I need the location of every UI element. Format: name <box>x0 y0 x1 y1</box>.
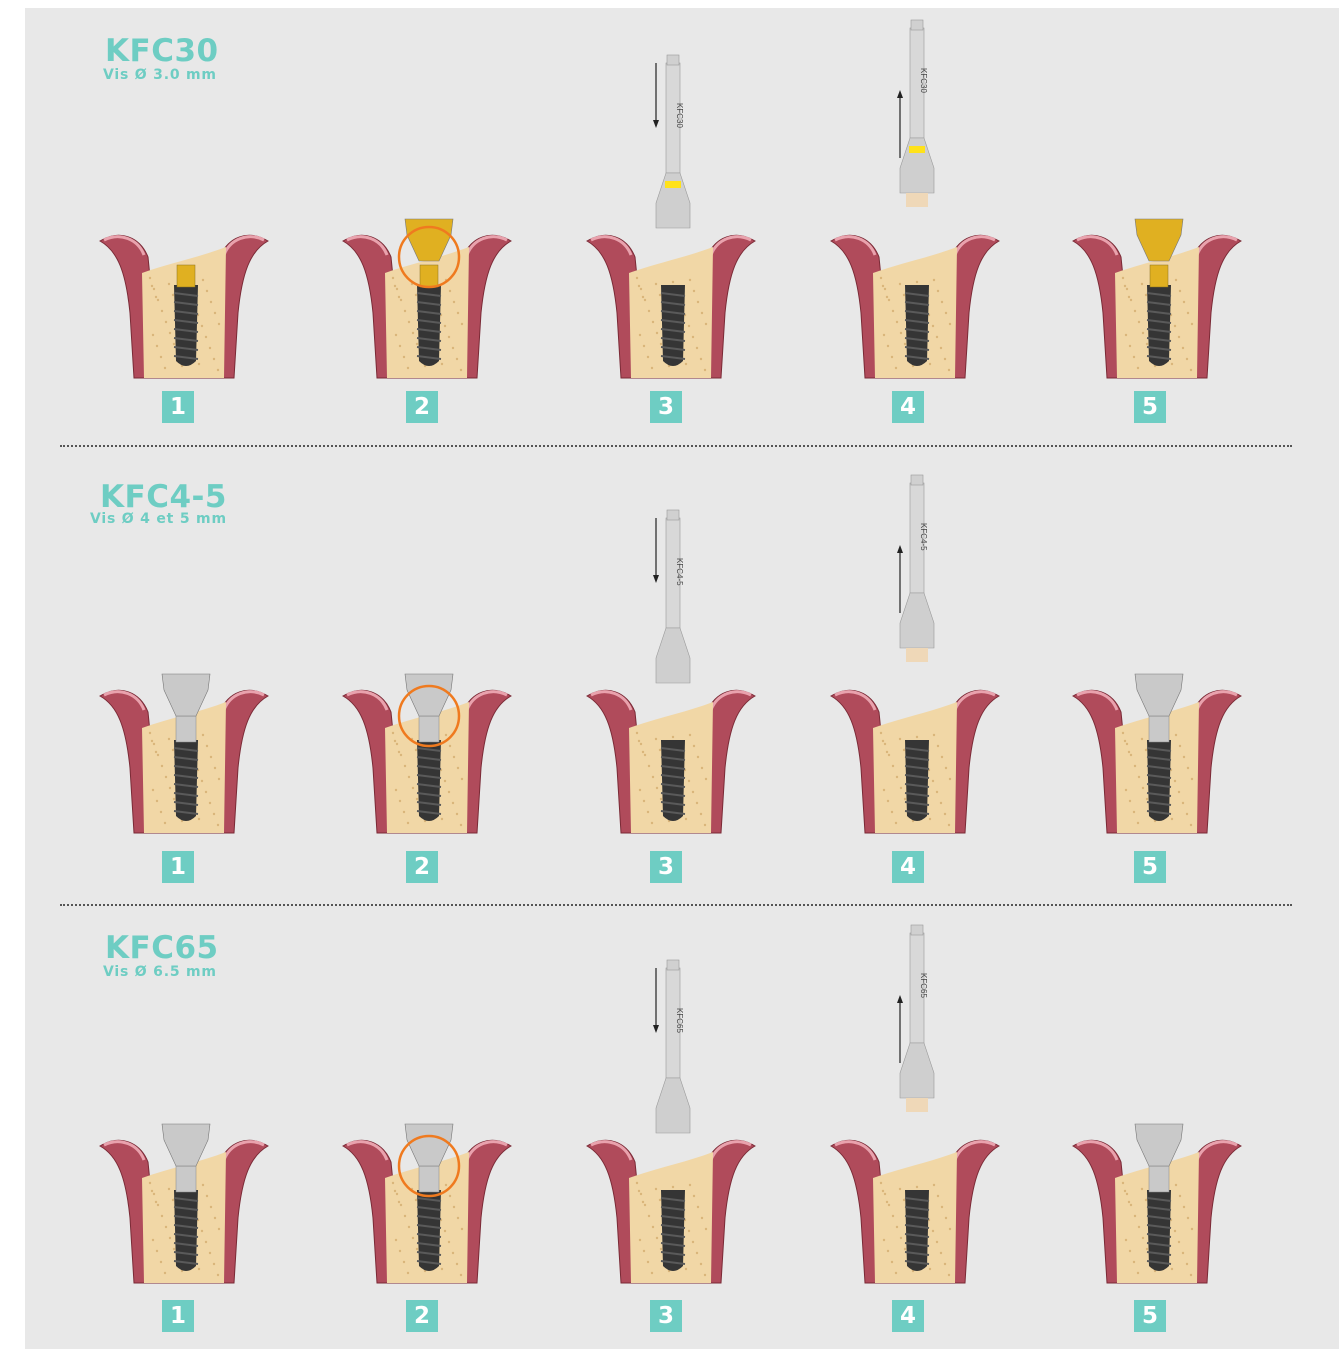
step-illustration <box>1073 8 1243 1349</box>
driver-tool-icon: KFC65 <box>900 925 934 1112</box>
step-illustration: KFC65 <box>587 8 757 1349</box>
driver-tool-icon: KFC65 <box>656 960 690 1133</box>
implant-icon <box>417 1190 441 1271</box>
arrow-down-icon <box>653 968 659 1033</box>
tool-label: KFC65 <box>919 973 928 998</box>
implant-icon <box>661 1190 685 1271</box>
implant-icon <box>174 1190 198 1271</box>
step-illustration <box>343 8 513 1349</box>
step-illustration <box>100 8 270 1349</box>
implant-icon <box>1147 1190 1171 1271</box>
step-number-badge: 3 <box>650 1300 682 1332</box>
procedure-panel: KFC30 Vis Ø 3.0 mm KFC4-5 Vis Ø 4 et 5 m… <box>25 8 1339 1349</box>
step-number-badge: 5 <box>1134 1300 1166 1332</box>
step-number-badge: 2 <box>406 1300 438 1332</box>
step-number-badge: 1 <box>162 1300 194 1332</box>
implant-icon <box>905 1190 929 1271</box>
step-illustration: KFC65 <box>831 8 1001 1349</box>
step-number-badge: 4 <box>892 1300 924 1332</box>
arrow-up-icon <box>897 995 903 1063</box>
tool-label: KFC65 <box>675 1008 684 1033</box>
